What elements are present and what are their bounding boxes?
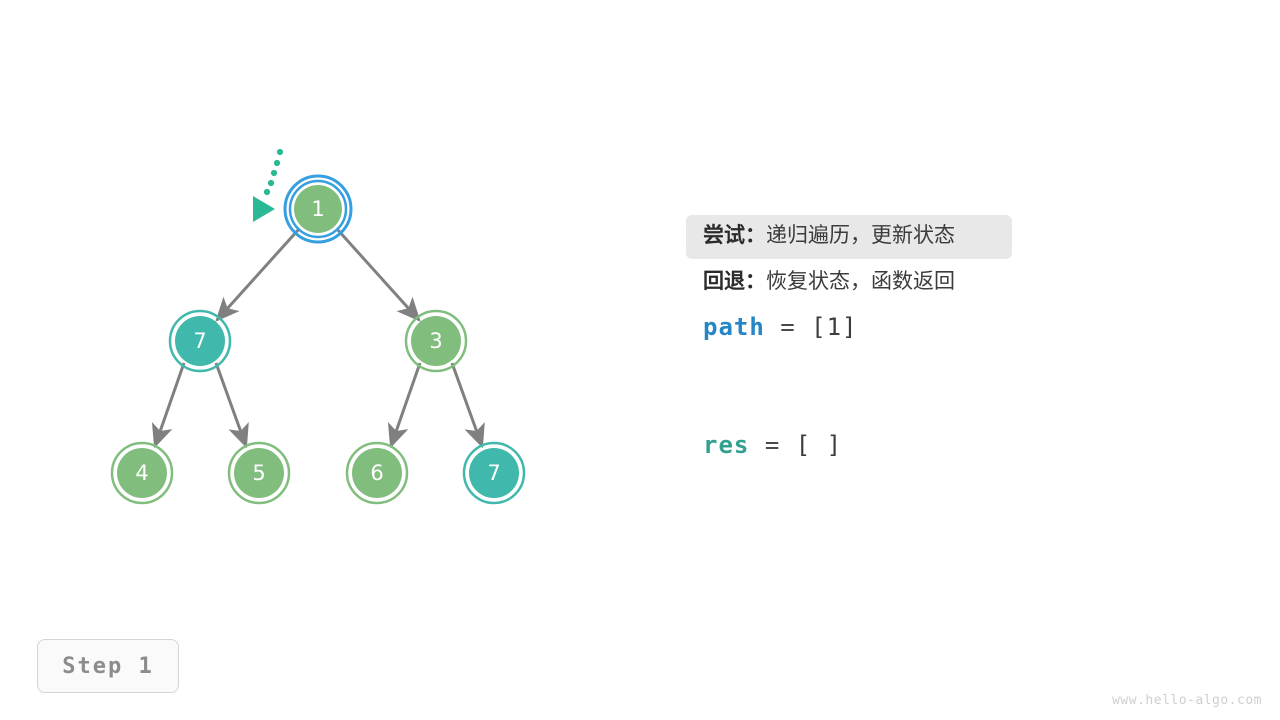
node-outer-ring bbox=[227, 441, 291, 505]
node-fill bbox=[352, 448, 402, 498]
node-outer-ring bbox=[168, 309, 232, 373]
node-fill bbox=[469, 448, 519, 498]
node-label: 6 bbox=[370, 461, 383, 485]
node-fill bbox=[175, 316, 225, 366]
node-fill bbox=[294, 185, 342, 233]
node-outer-ring bbox=[110, 441, 174, 505]
edge-3-to-7R bbox=[450, 362, 485, 449]
node-fill bbox=[117, 448, 167, 498]
retreat-body: 恢复状态，函数返回 bbox=[766, 269, 955, 293]
try-label: 尝试： bbox=[703, 223, 766, 247]
pointer-arrowhead bbox=[253, 196, 275, 222]
pointer-dot bbox=[273, 159, 281, 167]
tree-edges bbox=[151, 227, 485, 449]
node-label: 1 bbox=[311, 197, 324, 221]
node-active-ring bbox=[283, 174, 353, 244]
try-body: 递归遍历，更新状态 bbox=[766, 223, 955, 247]
node-inner-ring bbox=[288, 179, 348, 239]
node-outer-ring bbox=[345, 441, 409, 505]
pointer-dot bbox=[270, 169, 278, 177]
tree-nodes: 1 7 3 4 bbox=[110, 174, 526, 505]
pointer-dot bbox=[263, 188, 271, 196]
node-label: 7 bbox=[193, 329, 206, 353]
tree-node-7-right[interactable]: 7 bbox=[462, 441, 526, 505]
node-fill bbox=[411, 316, 461, 366]
explanation-panel: 尝试：递归遍历，更新状态 回退：恢复状态，函数返回 path = [1] res… bbox=[686, 212, 1106, 468]
path-value: [1] bbox=[811, 313, 858, 341]
state-path: path = [1] bbox=[686, 304, 1106, 350]
highlight-background bbox=[686, 215, 1012, 259]
tree-node-3[interactable]: 3 bbox=[404, 309, 468, 373]
tree-node-6[interactable]: 6 bbox=[345, 441, 409, 505]
node-label: 4 bbox=[135, 461, 148, 485]
edge-1-to-7L bbox=[215, 227, 301, 322]
state-res: res = [ ] bbox=[686, 422, 1106, 468]
recursion-entry-pointer bbox=[253, 148, 284, 222]
explanation-line-try: 尝试：递归遍历，更新状态 bbox=[686, 212, 1106, 259]
edge-7L-to-5 bbox=[214, 362, 249, 449]
pointer-dot bbox=[267, 179, 275, 187]
explanation-line-retreat: 回退：恢复状态，函数返回 bbox=[686, 258, 1106, 304]
tree-node-4[interactable]: 4 bbox=[110, 441, 174, 505]
path-variable-name: path bbox=[703, 313, 765, 341]
node-label: 7 bbox=[487, 461, 500, 485]
edge-3-to-6 bbox=[387, 362, 422, 449]
edge-7L-to-4 bbox=[151, 362, 186, 449]
tree-node-5[interactable]: 5 bbox=[227, 441, 291, 505]
node-outer-ring bbox=[404, 309, 468, 373]
tree-node-1[interactable]: 1 bbox=[283, 174, 353, 244]
path-equals: = bbox=[780, 313, 796, 341]
res-variable-name: res bbox=[703, 431, 750, 459]
node-label: 3 bbox=[429, 329, 442, 353]
panel-spacer bbox=[686, 350, 1106, 422]
tree-node-7-left[interactable]: 7 bbox=[168, 309, 232, 373]
watermark: www.hello-algo.com bbox=[1112, 693, 1262, 708]
node-fill bbox=[234, 448, 284, 498]
res-value: [ ] bbox=[795, 431, 843, 459]
res-equals: = bbox=[764, 431, 781, 459]
pointer-dot bbox=[276, 148, 284, 156]
step-badge: Step 1 bbox=[37, 639, 179, 693]
node-outer-ring bbox=[462, 441, 526, 505]
retreat-label: 回退： bbox=[703, 269, 766, 293]
edge-1-to-3 bbox=[335, 227, 421, 322]
node-label: 5 bbox=[252, 461, 265, 485]
